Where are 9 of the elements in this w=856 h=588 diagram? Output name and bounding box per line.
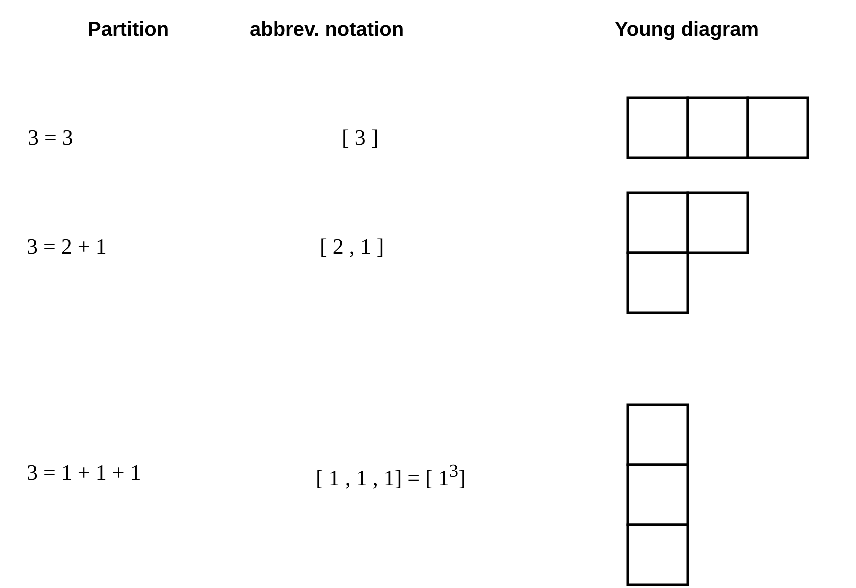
column-header: abbrev. notation bbox=[250, 20, 404, 40]
partition-text: 3 = 3 bbox=[28, 127, 74, 149]
notation-text: [ 2 , 1 ] bbox=[320, 236, 384, 258]
column-header: Partition bbox=[88, 20, 170, 40]
notation-text: [ 3 ] bbox=[342, 127, 379, 149]
partition-text: 3 = 1 + 1 + 1 bbox=[27, 462, 142, 484]
notation-text: [ 1 , 1 , 1] = [ 1$^{3}$] bbox=[316, 462, 466, 490]
partition-text: 3 = 2 + 1 bbox=[27, 236, 107, 258]
column-header: Young diagram bbox=[615, 20, 760, 40]
